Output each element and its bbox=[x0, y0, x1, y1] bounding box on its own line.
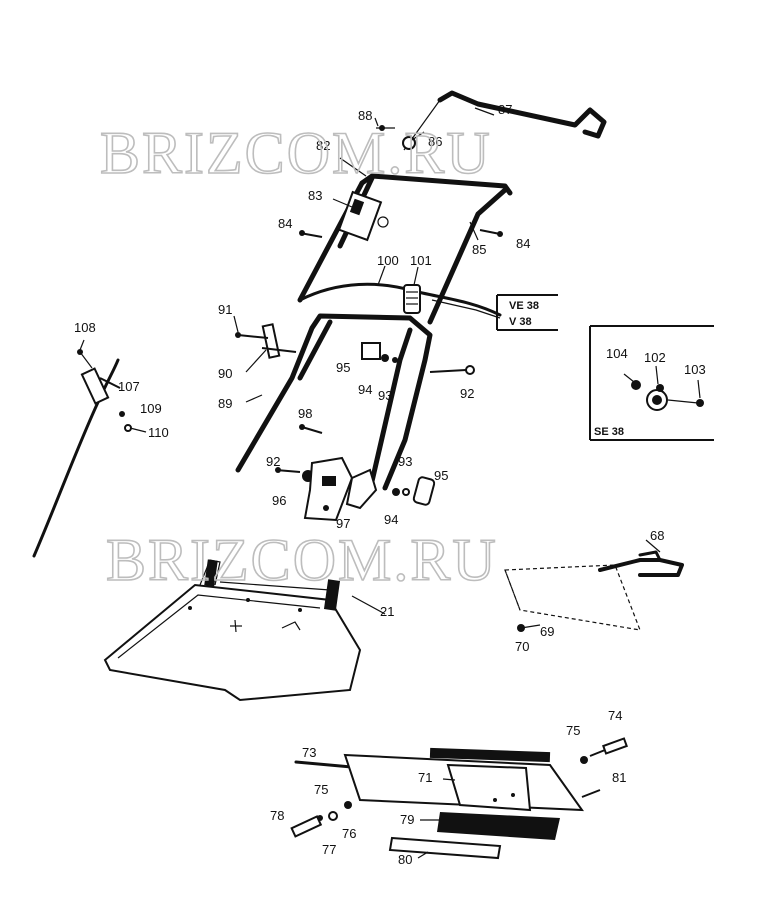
bolt-90 bbox=[235, 323, 297, 359]
label-75-left: 75 bbox=[314, 782, 328, 797]
label-96: 96 bbox=[272, 493, 286, 508]
label-95-lower: 95 bbox=[434, 468, 448, 483]
inset-label: SE 38 bbox=[594, 426, 624, 438]
leader-lines bbox=[79, 107, 701, 859]
label-68: 68 bbox=[650, 528, 664, 543]
label-71: 71 bbox=[418, 770, 432, 785]
label-83: 83 bbox=[308, 188, 322, 203]
part-labels: 87 88 86 82 83 84 85 84 100 101 91 90 95… bbox=[74, 102, 706, 867]
screws-84 bbox=[299, 229, 503, 238]
label-104: 104 bbox=[606, 346, 628, 361]
label-108: 108 bbox=[74, 320, 96, 335]
label-93-lower: 93 bbox=[398, 454, 412, 469]
label-94-lower: 94 bbox=[384, 512, 398, 527]
label-88: 88 bbox=[358, 108, 372, 123]
label-81: 81 bbox=[612, 770, 626, 785]
screw-92-right bbox=[429, 365, 475, 375]
label-98: 98 bbox=[298, 406, 312, 421]
variant-box: VE 38 V 38 bbox=[496, 294, 558, 331]
label-86: 86 bbox=[428, 134, 442, 149]
catcher-top bbox=[103, 559, 362, 702]
label-75-right: 75 bbox=[566, 723, 580, 738]
knob-95 bbox=[392, 476, 436, 506]
label-77: 77 bbox=[322, 842, 336, 857]
label-69: 69 bbox=[540, 624, 554, 639]
label-92-right: 92 bbox=[460, 386, 474, 401]
label-102: 102 bbox=[644, 350, 666, 365]
watermark-middle: BRIZCOM.RU bbox=[106, 527, 498, 593]
label-87: 87 bbox=[498, 102, 512, 117]
label-93-upper: 93 bbox=[378, 388, 392, 403]
label-74: 74 bbox=[608, 708, 622, 723]
label-76: 76 bbox=[342, 826, 356, 841]
switch-box bbox=[337, 190, 389, 242]
label-92-left: 92 bbox=[266, 454, 280, 469]
label-109: 109 bbox=[140, 401, 162, 416]
label-91: 91 bbox=[218, 302, 232, 317]
variant-label-2: V 38 bbox=[509, 316, 532, 328]
label-84-left: 84 bbox=[278, 216, 292, 231]
variant-label-1: VE 38 bbox=[509, 300, 539, 312]
catcher-lid bbox=[504, 550, 684, 632]
label-78: 78 bbox=[270, 808, 284, 823]
label-89: 89 bbox=[218, 396, 232, 411]
left-cable bbox=[32, 349, 147, 558]
label-90: 90 bbox=[218, 366, 232, 381]
inset-box: SE 38 bbox=[589, 325, 714, 441]
label-84-right: 84 bbox=[516, 236, 530, 251]
label-80: 80 bbox=[398, 852, 412, 867]
label-95-upper: 95 bbox=[336, 360, 350, 375]
label-70: 70 bbox=[515, 639, 529, 654]
label-101: 101 bbox=[410, 253, 432, 268]
watermark-top: BRIZCOM.RU bbox=[100, 120, 492, 186]
label-82: 82 bbox=[316, 138, 330, 153]
label-85: 85 bbox=[472, 242, 486, 257]
lower-bracket bbox=[275, 424, 378, 522]
label-21: 21 bbox=[380, 604, 394, 619]
label-110: 110 bbox=[148, 425, 169, 440]
label-94-upper: 94 bbox=[358, 382, 372, 397]
label-97: 97 bbox=[336, 516, 350, 531]
label-103: 103 bbox=[684, 362, 706, 377]
label-79: 79 bbox=[400, 812, 414, 827]
label-73: 73 bbox=[302, 745, 316, 760]
lower-handle bbox=[235, 313, 433, 493]
label-100: 100 bbox=[377, 253, 399, 268]
cable-assembly bbox=[298, 282, 502, 319]
label-107: 107 bbox=[118, 379, 140, 394]
rear-flap bbox=[290, 737, 628, 860]
upper-clip bbox=[361, 342, 398, 363]
